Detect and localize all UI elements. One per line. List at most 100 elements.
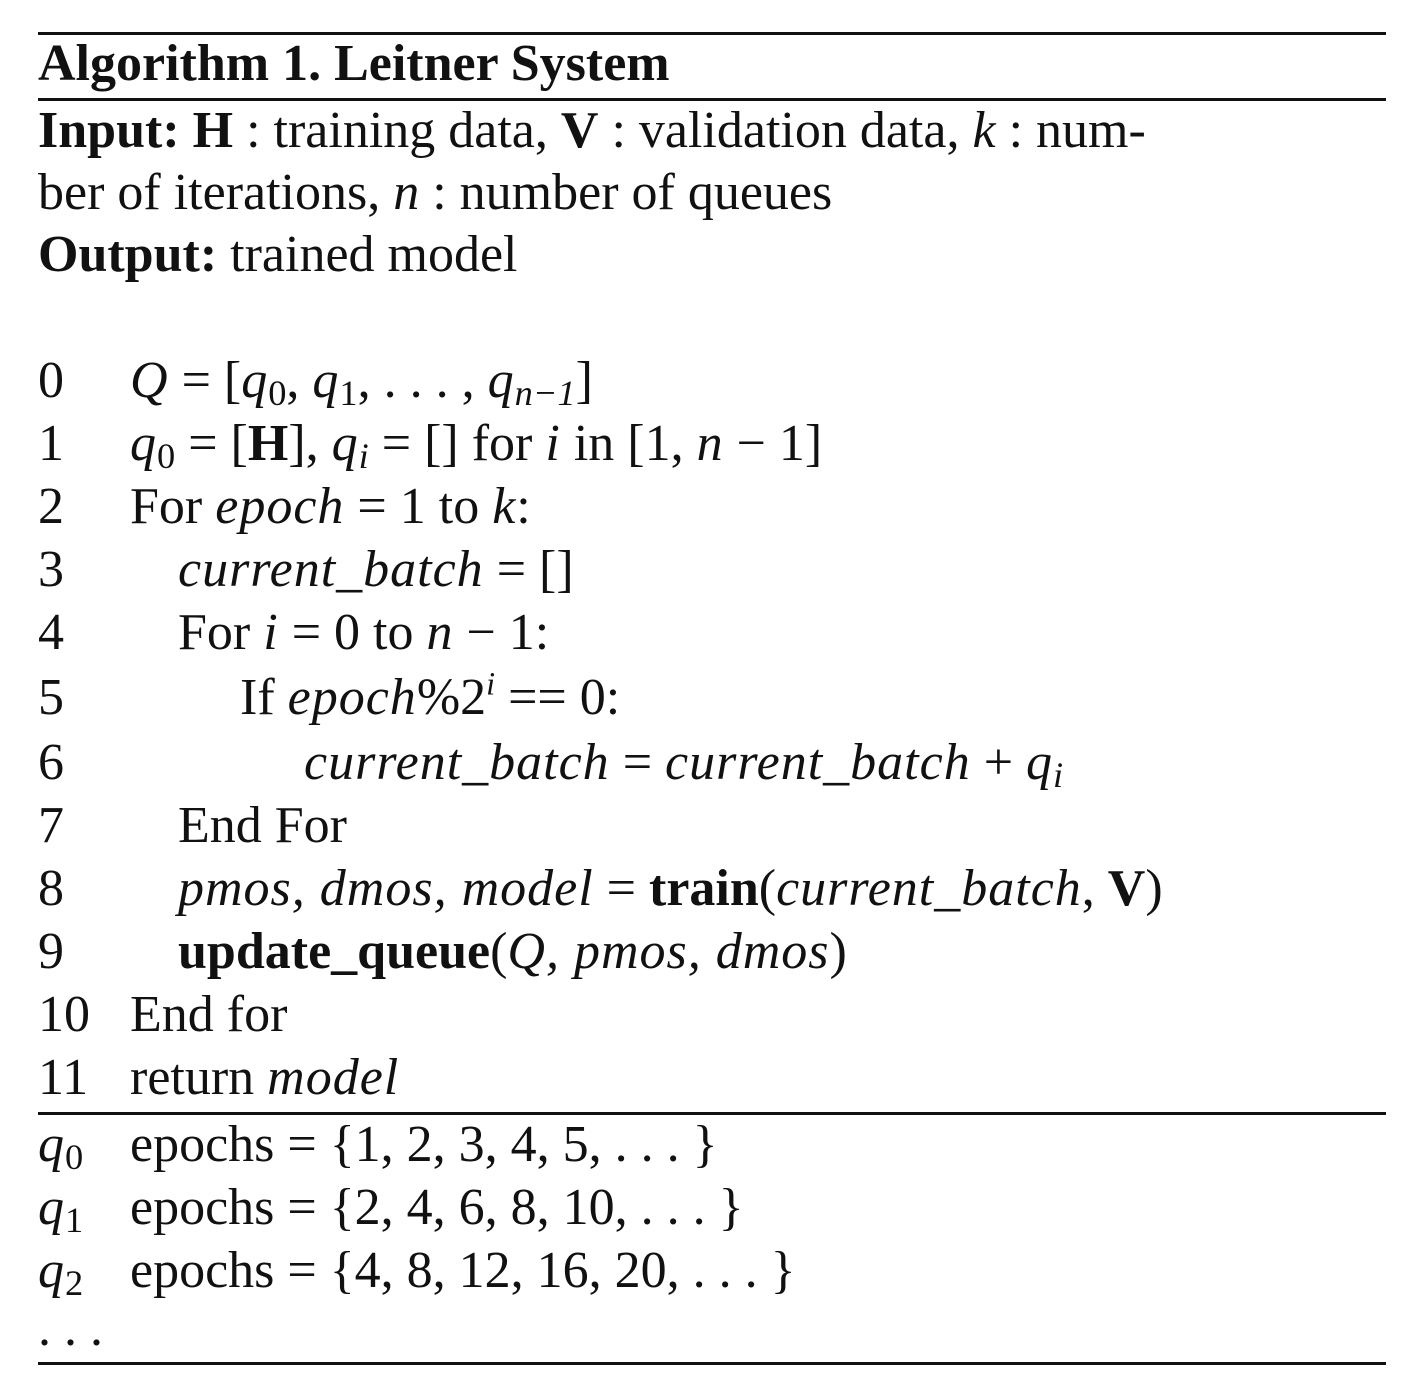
- var-n: n: [696, 415, 724, 472]
- var-q: q: [487, 352, 515, 409]
- var-q: q: [38, 1116, 65, 1173]
- code-line-11: return model: [130, 1047, 399, 1109]
- code-text: (: [490, 923, 508, 980]
- var-q: q: [331, 415, 359, 472]
- step-number: 2: [38, 478, 64, 535]
- subscript: 2: [65, 1263, 84, 1303]
- code-text: ]: [575, 352, 593, 409]
- keyword-end-for: End for: [130, 986, 288, 1043]
- code-line-2: For epoch = 1 to k:: [130, 476, 531, 538]
- subscript: n−1: [514, 373, 576, 413]
- step-number: 7: [38, 797, 64, 854]
- code-text: +: [970, 734, 1027, 791]
- code-line-1: q0 = [H], qi = [] for i in [1, n − 1]: [130, 413, 822, 475]
- subscript: i: [1053, 755, 1064, 795]
- subscript: 0: [157, 436, 176, 476]
- step-number: 0: [38, 352, 64, 409]
- function-update-queue: update_queue: [178, 923, 491, 980]
- subscript: 0: [268, 373, 287, 413]
- input-V-symbol: V: [560, 102, 599, 159]
- step-number: 4: [38, 604, 64, 661]
- step-number: 5: [38, 669, 64, 726]
- subscript: 1: [339, 373, 358, 413]
- code-text: %2: [416, 669, 487, 726]
- var-q: q: [38, 1179, 65, 1236]
- var-q: q: [312, 352, 340, 409]
- step-number: 9: [38, 923, 64, 980]
- input-line-1: Input: H : training data, V : validation…: [38, 100, 1146, 162]
- title-rule: [38, 98, 1386, 101]
- queue-epochs: epochs = {4, 8, 12, 16, 20, . . . }: [130, 1242, 796, 1299]
- var-i: i: [545, 415, 561, 472]
- input-H-symbol: H: [192, 102, 234, 159]
- keyword-end-for: End For: [178, 797, 347, 854]
- code-line-4: For i = 0 to n − 1:: [178, 602, 549, 664]
- var-H: H: [247, 415, 289, 472]
- var-current-batch: current_batch: [178, 541, 484, 598]
- var-current-batch: current_batch: [665, 734, 971, 791]
- top-rule: [38, 32, 1386, 35]
- var-q: q: [1026, 734, 1054, 791]
- input-H-desc: : training data,: [233, 102, 561, 159]
- var-outputs: pmos, dmos, model: [178, 860, 594, 917]
- queue-epochs: epochs = {1, 2, 3, 4, 5, . . . }: [130, 1116, 718, 1173]
- var-q: q: [241, 352, 269, 409]
- code-text: = [: [175, 415, 248, 472]
- queues-rule: [38, 1112, 1386, 1115]
- code-text: ,: [286, 352, 313, 409]
- var-q: q: [38, 1242, 65, 1299]
- code-line-5: If epoch%2i == 0:: [240, 667, 620, 729]
- step-number: 3: [38, 541, 64, 598]
- bottom-rule: [38, 1362, 1386, 1365]
- subscript: 1: [65, 1200, 84, 1240]
- var-current-batch: current_batch: [776, 860, 1082, 917]
- var-q: q: [130, 415, 157, 472]
- function-args: Q, pmos, dmos: [507, 923, 830, 980]
- input-V-desc: : validation data,: [598, 102, 973, 159]
- input-k-symbol: k: [972, 102, 996, 159]
- code-text: =: [609, 734, 666, 791]
- input-n-desc: : number of queues: [419, 164, 833, 221]
- step-number: 11: [38, 1049, 89, 1106]
- step-number: 6: [38, 734, 64, 791]
- queue-label: q0: [38, 1114, 83, 1176]
- code-line-10: End for: [130, 984, 287, 1046]
- input-label: Input:: [38, 102, 180, 159]
- function-train: train: [649, 860, 759, 917]
- var-model: model: [267, 1049, 400, 1106]
- code-text: ],: [288, 415, 332, 472]
- var-V: V: [1107, 860, 1146, 917]
- input-n-symbol: n: [393, 164, 420, 221]
- subscript: 0: [65, 1137, 84, 1177]
- code-text: :: [516, 478, 531, 535]
- queue-label: q1: [38, 1177, 83, 1239]
- superscript: i: [486, 665, 496, 702]
- code-line-7: End For: [178, 795, 347, 857]
- step-number: 1: [38, 415, 64, 472]
- code-line-6: current_batch = current_batch + qi: [304, 732, 1063, 794]
- code-text: , . . . ,: [357, 352, 488, 409]
- code-text: ): [829, 923, 847, 980]
- var-epoch: epoch: [287, 669, 417, 726]
- keyword-if: If: [240, 669, 288, 726]
- output-line: Output: trained model: [38, 224, 518, 286]
- var-epoch: epoch: [215, 478, 345, 535]
- code-line-9: update_queue(Q, pmos, dmos): [178, 921, 847, 983]
- input-line2-prefix: ber of iterations,: [38, 164, 394, 221]
- ellipsis: . . .: [38, 1300, 103, 1357]
- code-text: − 1:: [453, 604, 550, 661]
- code-text: == 0:: [495, 669, 621, 726]
- code-text: − 1]: [723, 415, 823, 472]
- code-text: ,: [1081, 860, 1108, 917]
- code-text: = []: [483, 541, 574, 598]
- step-number: 10: [38, 986, 90, 1043]
- keyword-for: For: [178, 604, 264, 661]
- input-k-desc: : num-: [995, 102, 1146, 159]
- code-line-3: current_batch = []: [178, 539, 574, 601]
- keyword-return: return: [130, 1049, 268, 1106]
- code-text: (: [758, 860, 777, 917]
- output-text: trained model: [217, 226, 518, 283]
- code-text: = 1 to: [344, 478, 493, 535]
- code-text: =: [593, 860, 649, 917]
